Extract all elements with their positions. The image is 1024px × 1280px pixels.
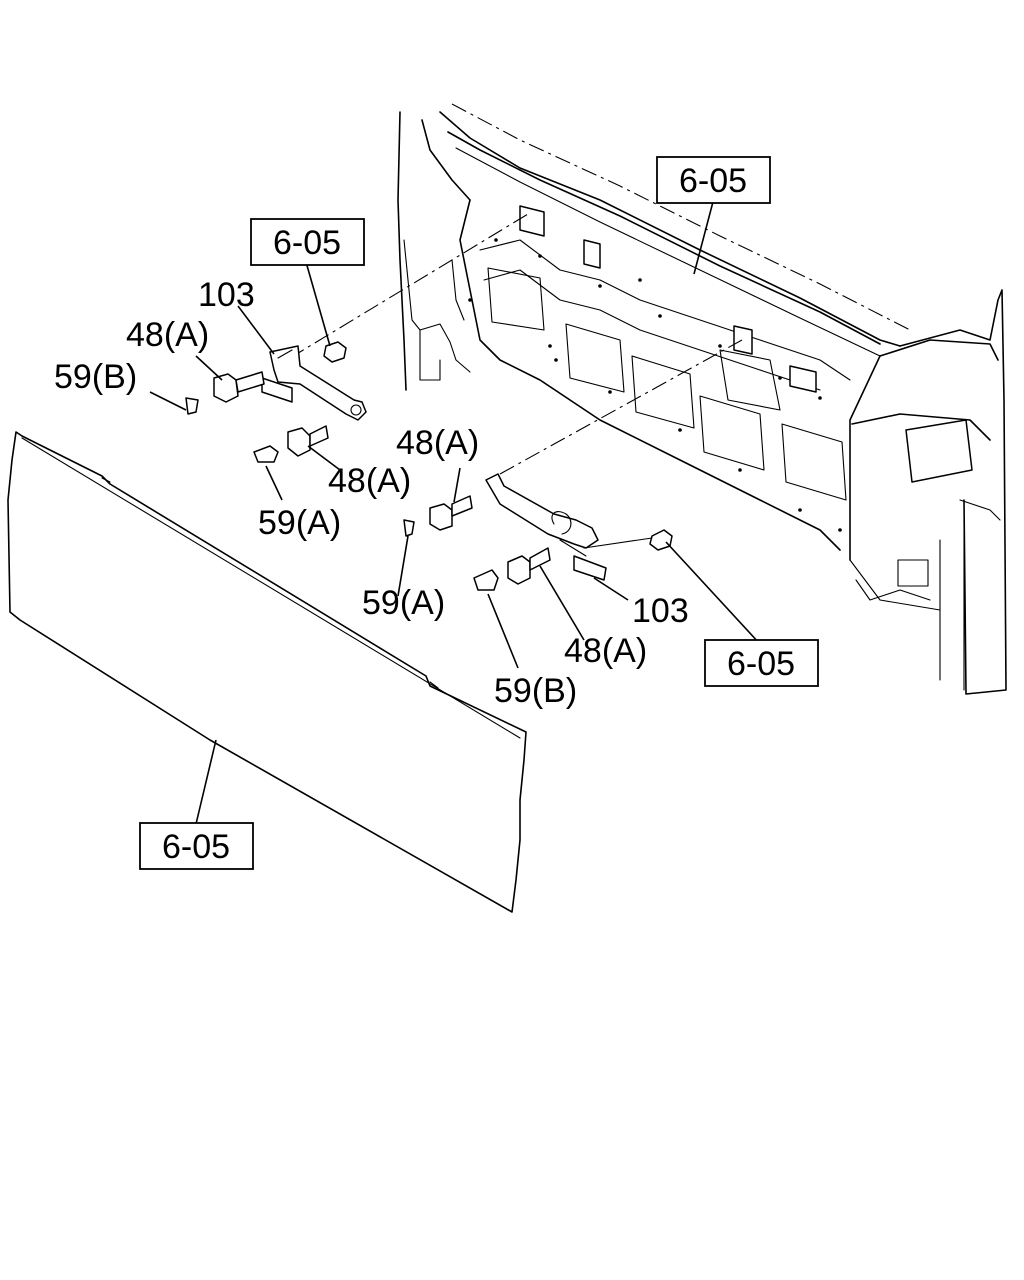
part-label-48a-4: 48(A): [564, 632, 647, 670]
part-label-103-left: 103: [198, 276, 255, 314]
front-panel: [7, 431, 527, 913]
clip-59b-left: [185, 397, 199, 415]
nut-6-05-lower-right: [649, 529, 673, 551]
part-label-48a-3: 48(A): [328, 462, 411, 500]
part-label-48a-1: 48(A): [126, 316, 209, 354]
ref-label-6-05-upper-left: 6-05: [273, 224, 341, 262]
part-label-59a-2: 59(A): [362, 584, 445, 622]
part-label-59a-1: 59(A): [258, 504, 341, 542]
cap-59a-left: [253, 445, 279, 463]
bolt-48a-lower-right: [507, 547, 551, 585]
cab-structure: [397, 103, 1007, 695]
bolt-48a-upper-right: [429, 495, 473, 531]
bracket-103-left: [261, 345, 367, 421]
nut-6-05-upper-left: [323, 341, 347, 363]
part-label-103-right: 103: [632, 592, 689, 630]
ref-label-6-05-bottom: 6-05: [162, 828, 230, 866]
part-label-59b-1: 59(B): [54, 358, 137, 396]
leader-lines: [149, 197, 761, 825]
alignment-lines: [289, 213, 743, 475]
bolt-48a-lower-left: [287, 425, 329, 457]
ref-box-bottom: 6-05: [139, 822, 254, 870]
clip-59a-right: [403, 519, 415, 537]
bracket-103-right: [485, 473, 607, 581]
ref-box-upper-left: 6-05: [250, 218, 365, 266]
ref-box-top: 6-05: [656, 156, 771, 204]
bolt-48a-upper-left: [213, 371, 265, 403]
part-label-59b-2: 59(B): [494, 672, 577, 710]
ref-label-6-05-lower-right: 6-05: [727, 645, 795, 683]
cap-59b-right: [473, 569, 499, 591]
part-label-48a-2: 48(A): [396, 424, 479, 462]
ref-box-lower-right: 6-05: [704, 639, 819, 687]
ref-label-6-05-top: 6-05: [679, 162, 747, 200]
